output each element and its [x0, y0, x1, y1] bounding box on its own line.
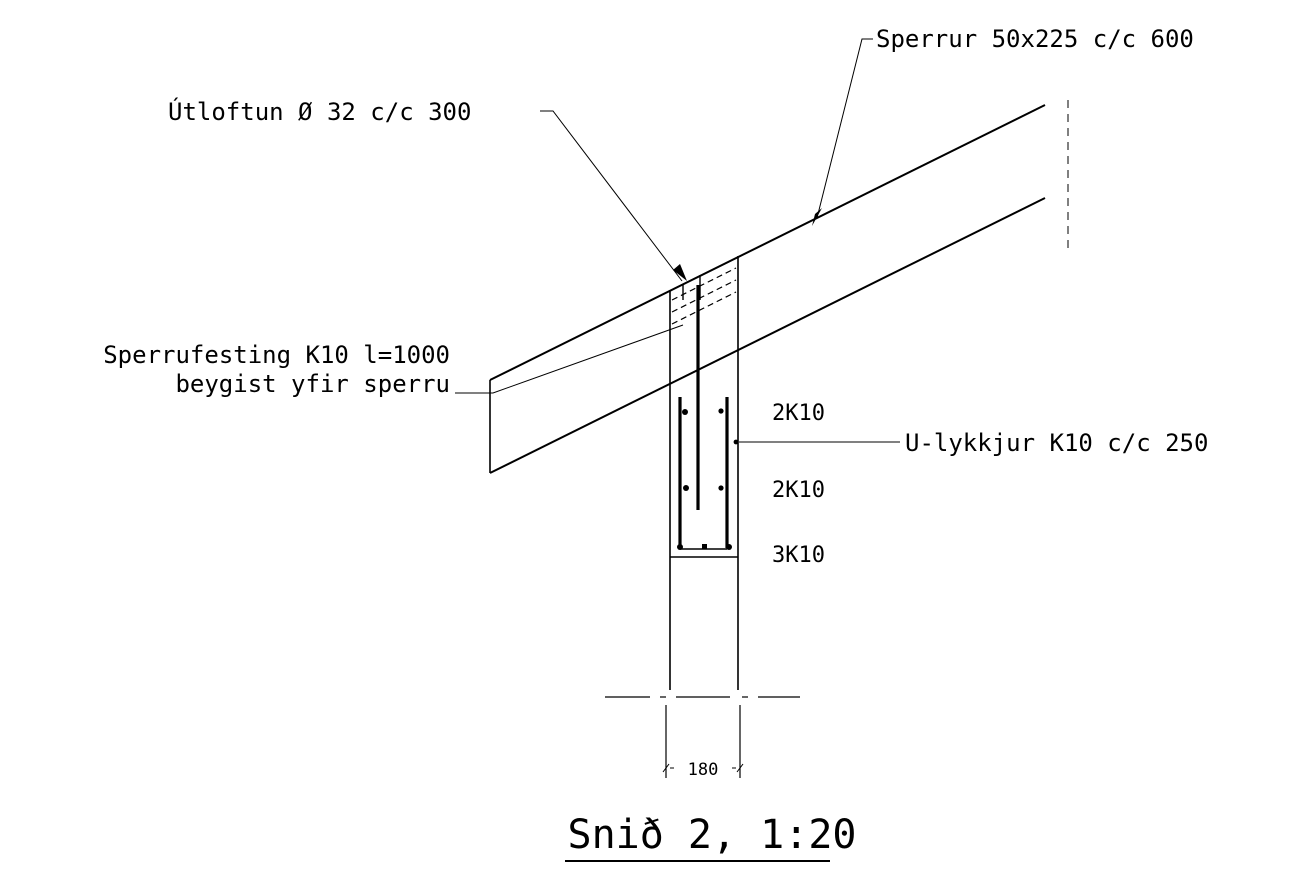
rebar-dot	[682, 409, 688, 415]
reinforcement	[677, 397, 732, 550]
rebar-dot	[677, 544, 683, 550]
rafter	[489, 100, 1069, 474]
leader-dot	[733, 439, 739, 445]
leaders	[455, 38, 900, 445]
width-dimension: 180	[662, 705, 744, 780]
arrowhead	[812, 208, 822, 226]
vent-pipe	[671, 267, 737, 325]
stirrups-label: U-lykkjur K10 c/c 250	[905, 429, 1208, 457]
rebar-dot	[718, 485, 724, 491]
wall	[669, 256, 739, 690]
vent-label: Útloftun Ø 32 c/c 300	[168, 96, 471, 126]
fixing-label-line2: beygist yfir sperru	[175, 370, 450, 398]
rebar-dot	[726, 544, 732, 550]
rebar-dot	[683, 485, 689, 491]
fixing-label-line1: Sperrufesting K10 l=1000	[103, 341, 450, 369]
rebar-dot	[702, 544, 707, 549]
drawing-title: Snið 2, 1:20	[568, 812, 857, 858]
dimension-180-label: 180	[688, 760, 719, 780]
bars-bottom-label: 3K10	[772, 543, 825, 568]
bars-mid-label: 2K10	[772, 478, 825, 503]
bars-top-label: 2K10	[772, 401, 825, 426]
arrowhead	[673, 264, 687, 281]
rafter-label: Sperrur 50x225 c/c 600	[876, 25, 1194, 53]
rebar-dot	[718, 408, 724, 414]
